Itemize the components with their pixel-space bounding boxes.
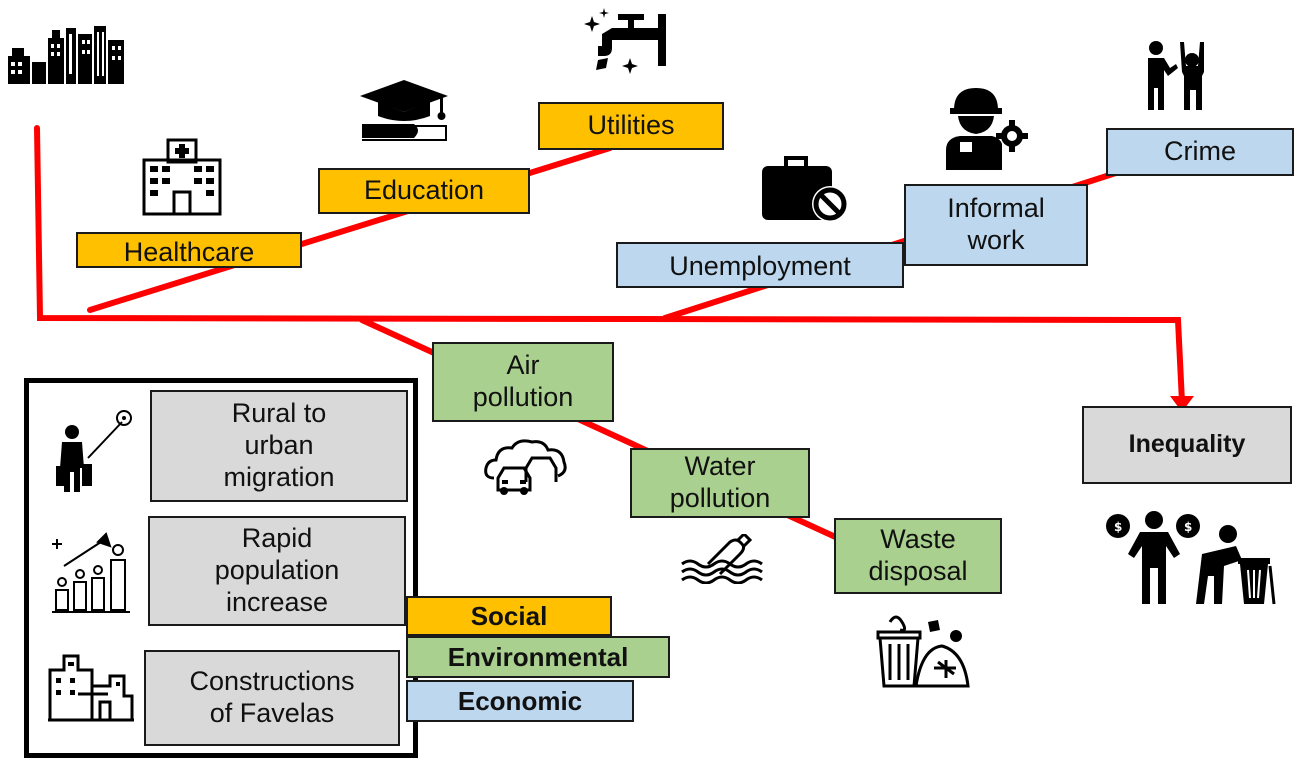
unemployment-box: Unemployment <box>616 242 904 288</box>
hospital-icon <box>142 138 222 216</box>
favelas-box: Constructions of Favelas <box>144 650 400 746</box>
legend-economic: Economic <box>406 680 634 722</box>
main-trunk-line <box>34 125 1185 405</box>
rural-migration-box: Rural to urban migration <box>150 390 408 502</box>
arrow-head <box>1170 396 1194 412</box>
traveler-location-icon <box>56 410 132 492</box>
briefcase-blocked-icon <box>762 156 848 222</box>
legend-environmental: Environmental <box>406 636 670 678</box>
population-growth-icon <box>52 532 130 613</box>
graduation-cap-book-icon <box>360 80 448 141</box>
people-hands-up-icon <box>1148 41 1204 110</box>
education-box: Education <box>318 168 530 214</box>
informal-work-box: Informal work <box>904 184 1088 266</box>
svg-text:$: $ <box>1184 520 1192 534</box>
svg-text:$: $ <box>1114 520 1122 534</box>
city-skyline-icon <box>8 26 124 84</box>
bottle-in-water-icon <box>681 534 763 584</box>
crime-box: Crime <box>1106 128 1294 176</box>
healthcare-box: Healthcare <box>76 232 302 268</box>
population-increase-box: Rapid population increase <box>148 516 406 626</box>
garbage-heap-icon <box>876 615 970 688</box>
utilities-box: Utilities <box>538 102 724 150</box>
legend-social: Social <box>406 596 612 636</box>
cars-smog-icon <box>484 439 567 495</box>
water-tap-icon <box>584 8 666 74</box>
rich-poor-people-icon: $$ <box>1106 511 1276 605</box>
inequality-box: Inequality <box>1082 406 1292 484</box>
favela-buildings-icon <box>48 654 134 722</box>
waste-disposal-box: Waste disposal <box>834 518 1002 594</box>
air-pollution-box: Air pollution <box>432 342 614 422</box>
water-pollution-box: Water pollution <box>630 448 810 518</box>
worker-gear-icon <box>946 88 1028 170</box>
